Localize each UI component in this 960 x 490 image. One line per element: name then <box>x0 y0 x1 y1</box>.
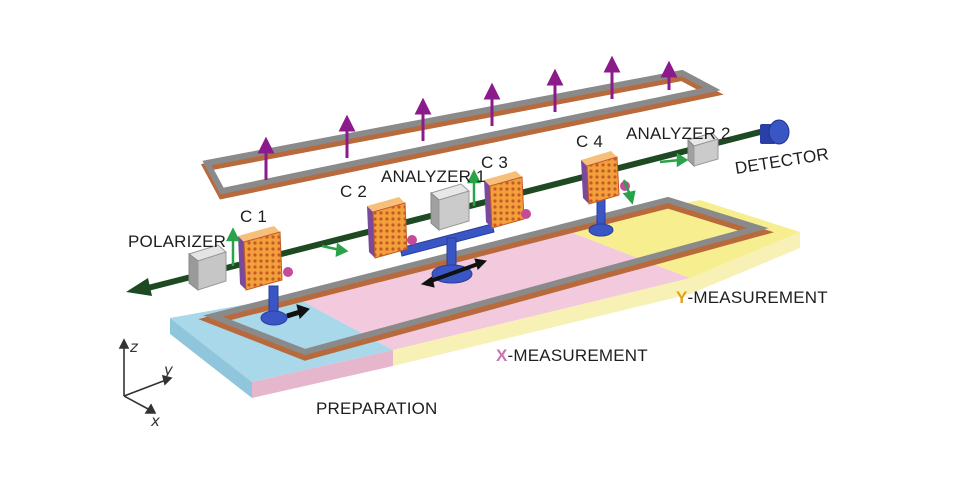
upper-rail <box>200 69 724 200</box>
c2-label: C 2 <box>340 182 367 201</box>
field-arrow-icon <box>257 136 275 180</box>
x-measurement-label: X-MEASUREMENT <box>496 346 648 365</box>
preparation-label: PREPARATION <box>316 399 438 418</box>
c4-label: C 4 <box>576 132 603 151</box>
y-measurement-letter: Y <box>676 288 688 307</box>
field-arrows <box>257 55 678 180</box>
polarizer-device <box>187 244 227 292</box>
x-measurement-letter: X <box>496 346 508 365</box>
field-arrow-icon <box>603 55 621 99</box>
spin-arrow-icon <box>622 179 636 205</box>
analyzer-1-label: ANALYZER 1 <box>381 167 486 186</box>
spin-arrow-icon <box>321 242 349 258</box>
y-measurement-rest: -MEASUREMENT <box>688 288 828 307</box>
detector-device <box>760 119 790 145</box>
arrow-right-icon <box>286 304 310 319</box>
field-arrow-icon <box>483 82 501 126</box>
spin-arrows <box>225 152 689 266</box>
double-arrow-icon <box>420 258 488 288</box>
spin-arrow-icon <box>225 227 241 266</box>
polarizer-label: POLARIZER <box>128 232 226 251</box>
detector-label: DETECTOR <box>734 144 831 178</box>
x-measurement-zone-front <box>252 350 393 398</box>
motion-arrows <box>286 258 488 319</box>
field-arrow-icon <box>546 68 564 112</box>
axes-triad <box>118 338 173 414</box>
axis-x-label: x <box>150 412 160 430</box>
analyzer-2-label: ANALYZER 2 <box>626 124 731 143</box>
preparation-zone-front <box>170 318 252 398</box>
analyzer-2-device <box>687 132 719 168</box>
crystal-c2 <box>367 197 417 259</box>
crystal-c1 <box>238 226 293 291</box>
crystal-c3 <box>484 171 531 229</box>
y-measurement-label: Y-MEASUREMENT <box>676 288 828 307</box>
spin-arrow-icon <box>466 169 482 206</box>
x-measurement-rest: -MEASUREMENT <box>508 346 648 365</box>
crystal-c4 <box>581 151 630 205</box>
y-measurement-zone-front <box>393 232 800 366</box>
field-arrow-icon <box>660 60 678 90</box>
analyzer-1-device <box>429 183 471 232</box>
field-arrow-icon <box>338 114 356 158</box>
lower-rail <box>198 196 775 361</box>
spin-arrow-icon <box>659 152 689 168</box>
axis-z-label: z <box>129 338 139 356</box>
c3-label: C 3 <box>481 153 508 172</box>
source-cone-icon <box>126 278 152 296</box>
field-arrow-icon <box>414 97 432 141</box>
x-measurement-zone <box>293 228 690 350</box>
axis-y-label: y <box>163 361 174 379</box>
c1-label: C 1 <box>240 207 267 226</box>
mount-c1 <box>260 285 288 326</box>
